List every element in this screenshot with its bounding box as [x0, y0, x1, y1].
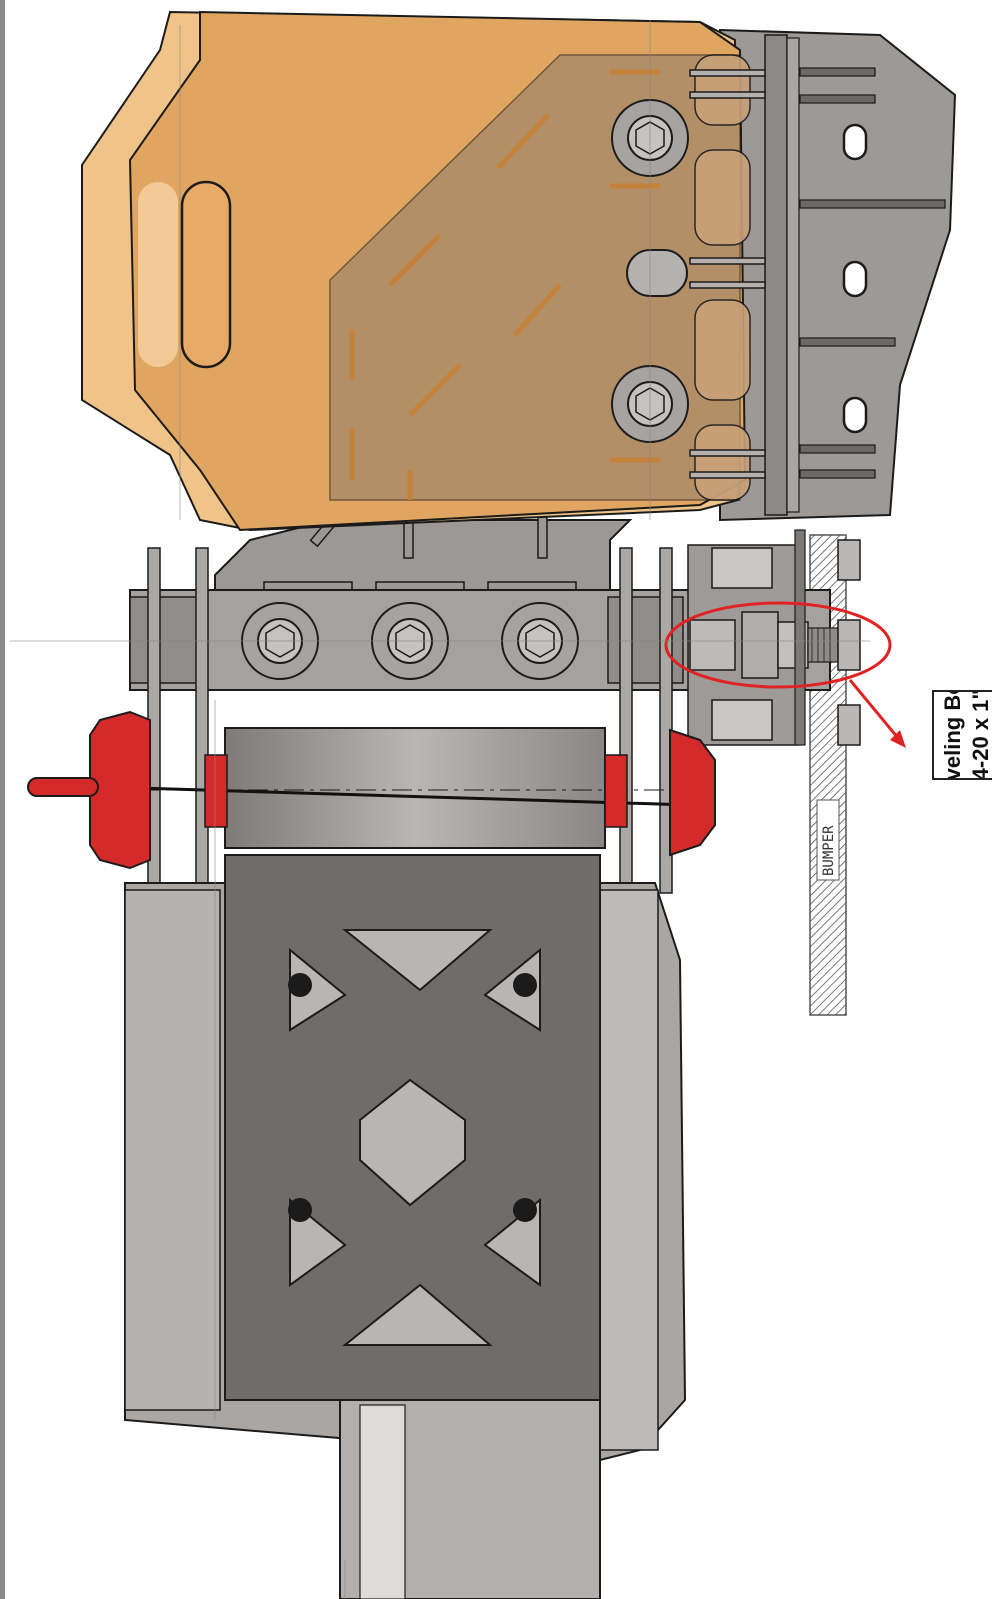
leveling-bolts-callout: Leveling Bolts (1/4-20 x 1")	[932, 690, 992, 780]
leveling-bolt-stack	[687, 529, 861, 746]
lower-housing	[124, 854, 687, 1599]
orange-shield	[81, 10, 766, 532]
callout-subtitle: (1/4-20 x 1")	[968, 690, 992, 780]
callout-arrowhead	[890, 730, 906, 748]
callout-title: Leveling Bolts	[940, 690, 965, 780]
shield-pivot	[626, 249, 688, 297]
pull-pin	[27, 777, 99, 797]
leveling-bolt-highlight	[664, 601, 906, 748]
bumper-label: BUMPER	[821, 825, 837, 876]
roller	[32, 727, 700, 849]
cutout-top-triangle	[342, 929, 493, 992]
cutout-bottom-triangle	[342, 1283, 493, 1346]
slot-hole-3	[842, 396, 868, 434]
slot-hole-2	[842, 260, 868, 298]
mounting-plate	[719, 28, 957, 522]
slot-hole-1	[842, 123, 868, 161]
cutout-center-diamond	[359, 1078, 466, 1207]
red-end-cap-left	[27, 710, 151, 870]
bumper-label-bg	[816, 799, 840, 881]
construction-lines	[10, 20, 870, 1599]
red-end-cap-right	[669, 728, 716, 857]
handle-slot	[180, 180, 232, 369]
